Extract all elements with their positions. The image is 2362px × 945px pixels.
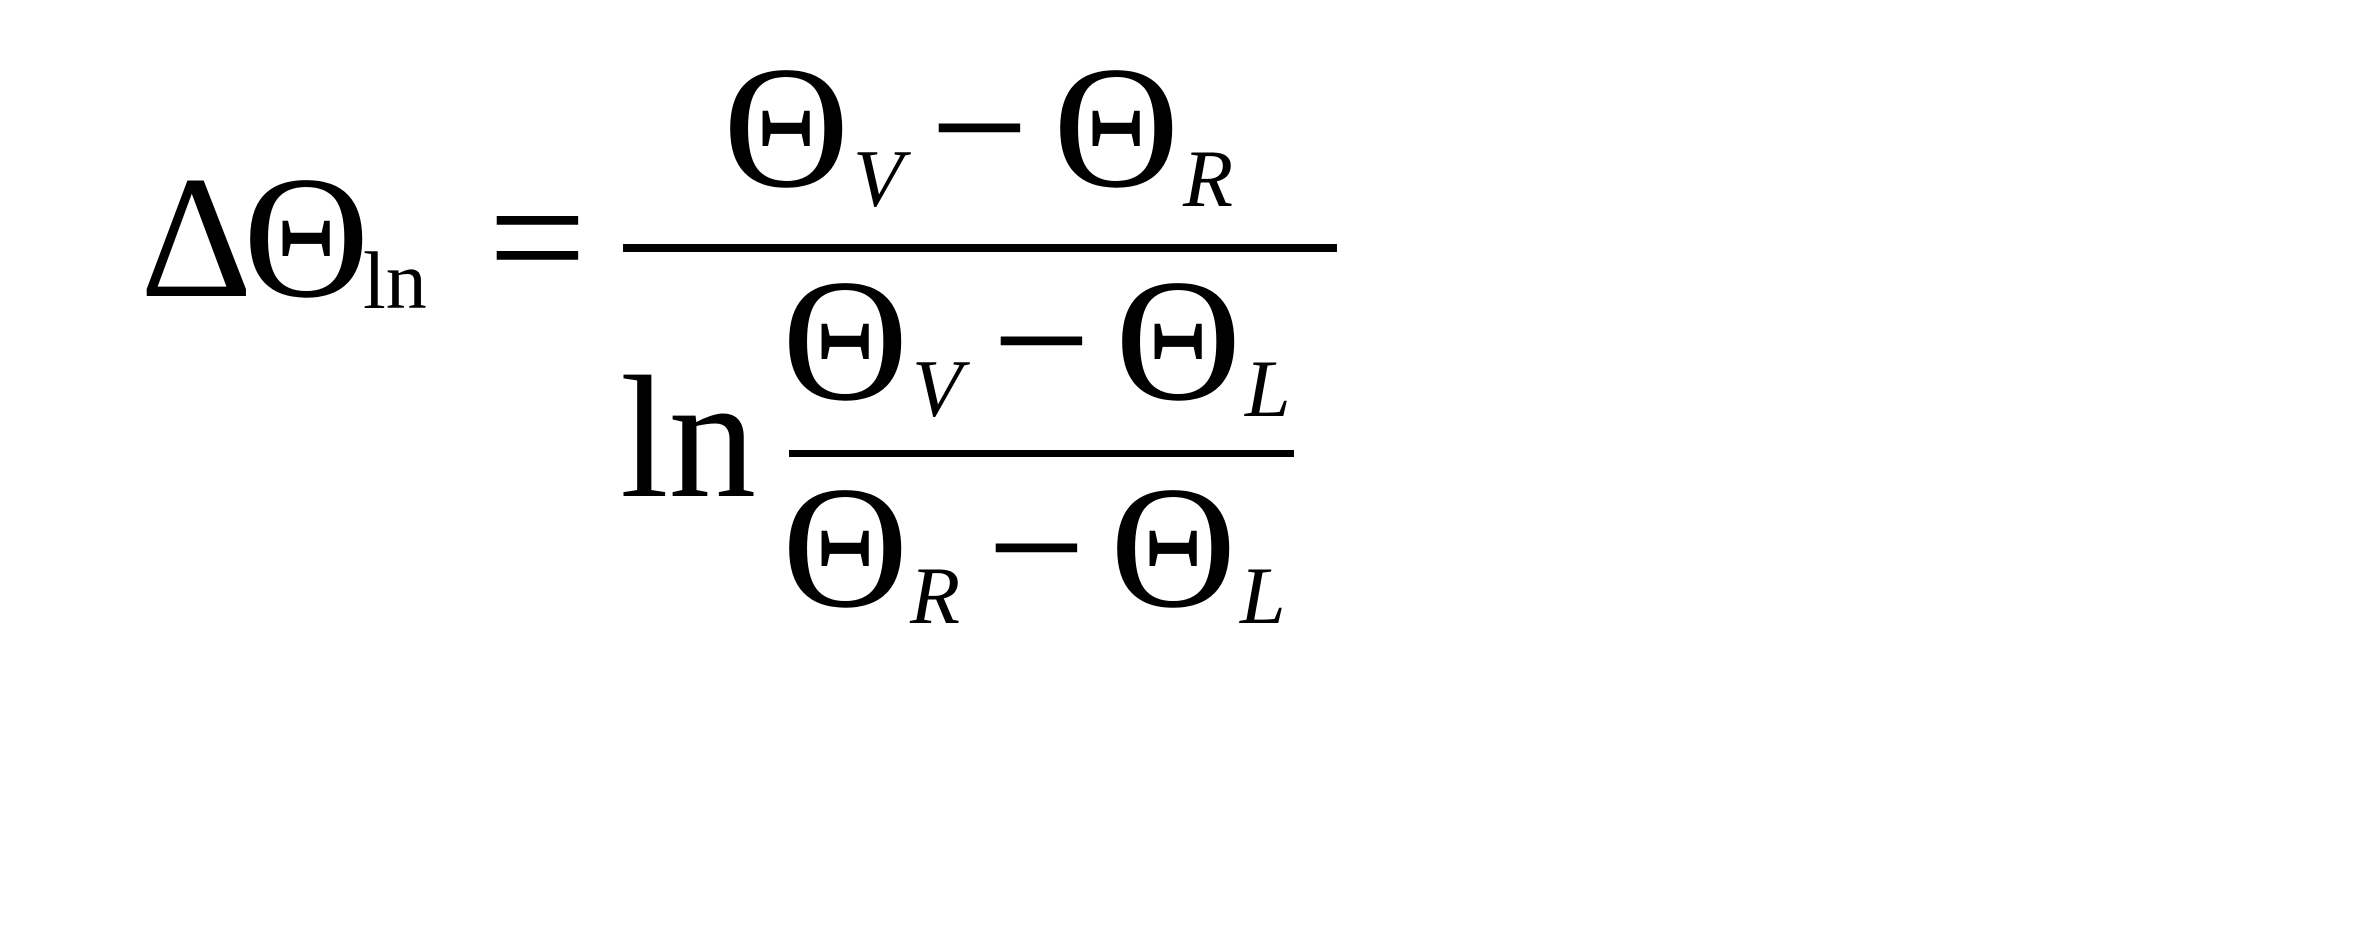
denominator-ln: ln: [620, 340, 757, 534]
inner-numerator-subscript-v: V: [912, 343, 963, 434]
equals-sign: =: [488, 140, 587, 334]
main-fraction-bar: [623, 244, 1337, 252]
inner-numerator-theta-l: Θ: [1115, 243, 1242, 437]
inner-denominator-theta-l: Θ: [1110, 450, 1237, 644]
numerator-theta-r: Θ: [1053, 30, 1180, 224]
numerator-minus: −: [930, 30, 1029, 224]
numerator-subscript-v: V: [853, 133, 904, 224]
inner-denominator-subscript-r: R: [910, 550, 961, 641]
numerator-theta-v: Θ: [723, 30, 850, 224]
inner-numerator-subscript-l: L: [1245, 343, 1291, 434]
lhs-theta: Θ: [243, 140, 370, 334]
inner-denominator-theta-r: Θ: [782, 450, 909, 644]
inner-numerator-minus: −: [992, 243, 1091, 437]
numerator-subscript-r: R: [1183, 133, 1234, 224]
inner-fraction-bar: [789, 450, 1294, 457]
inner-numerator-theta-v: Θ: [782, 243, 909, 437]
lhs-delta: Δ: [140, 140, 253, 334]
inner-denominator-minus: −: [987, 450, 1086, 644]
lhs-subscript: ln: [363, 235, 427, 326]
inner-denominator-subscript-l: L: [1240, 550, 1286, 641]
